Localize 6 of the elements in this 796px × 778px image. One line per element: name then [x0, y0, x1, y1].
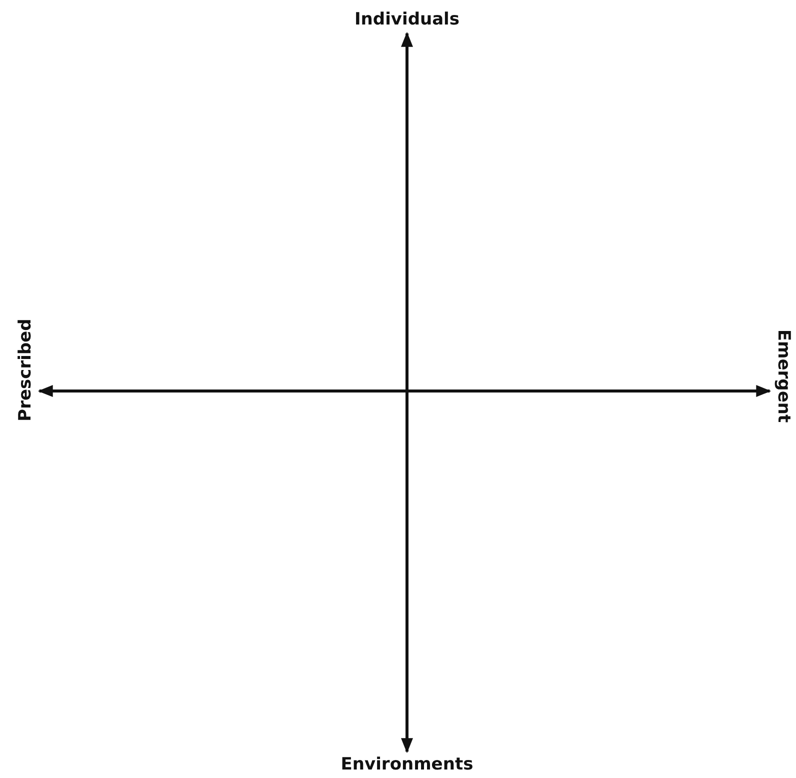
axis-label: Emergent [774, 329, 792, 423]
axis-label: Prescribed [16, 318, 36, 422]
double-arrow [401, 32, 413, 754]
double-arrow [38, 385, 772, 397]
axis-label: Environments [340, 756, 474, 774]
axis-label: Individuals [354, 10, 460, 30]
